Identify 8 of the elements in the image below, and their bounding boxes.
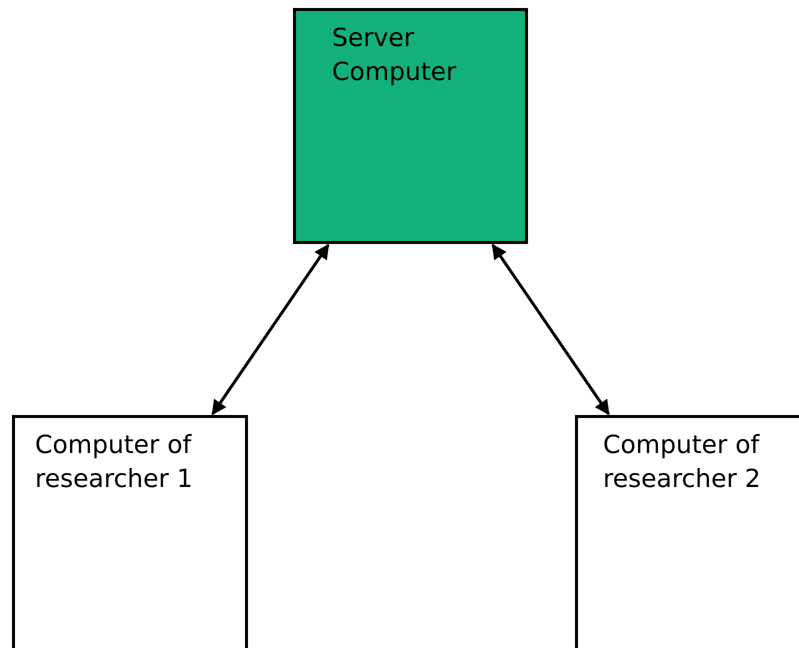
double-arrow [492, 244, 610, 416]
computer-box [575, 415, 799, 648]
node-label: Computer of researcher 1 [35, 429, 194, 495]
double-arrow [211, 244, 330, 416]
computer-box [293, 8, 528, 244]
node-label: Computer of researcher 2 [603, 429, 762, 495]
node-label: Server Computer [332, 22, 458, 88]
computer-box [12, 415, 248, 648]
